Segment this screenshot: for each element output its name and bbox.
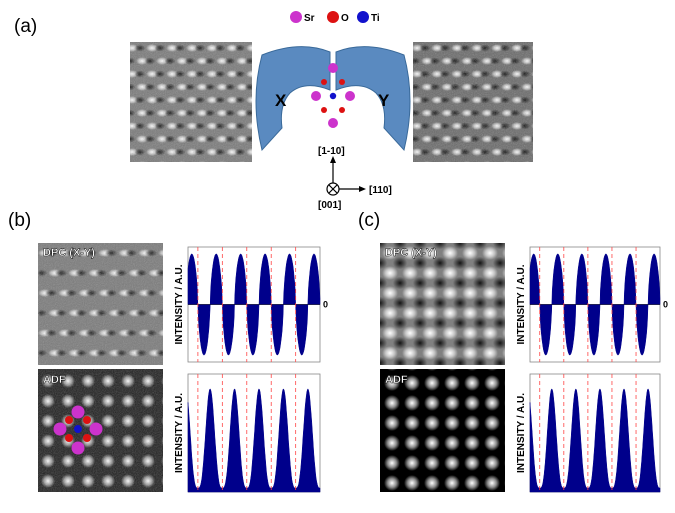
atom-legend: Sr O Ti [290, 11, 380, 24]
image-detector-y [413, 42, 533, 162]
detector-x-segment: X [255, 46, 331, 152]
image-label-adf-c: ADF [385, 374, 408, 386]
axis-label-right: [110] [369, 185, 392, 196]
profile-ylabel: INTENSITY / A.U. [516, 393, 527, 473]
image-adf-c: ADF [380, 369, 505, 492]
image-adf-b: ADF [38, 369, 163, 492]
axis-label-down: [001] [318, 200, 341, 211]
panel-label-c: (c) [358, 210, 380, 231]
legend-o-dot [327, 11, 339, 23]
profile-ylabel: INTENSITY / A.U. [516, 264, 527, 344]
legend-ti-label: Ti [371, 13, 380, 24]
profile-zero-label: 0 [663, 300, 668, 310]
image-dpc-b: DPC (X-Y) [38, 243, 163, 365]
legend-sr-dot [290, 11, 302, 23]
legend-ti-dot [357, 11, 369, 23]
profile-ylabel: INTENSITY / A.U. [174, 393, 185, 473]
profile-adf-b: INTENSITY / A.U. [174, 373, 321, 493]
profile-dpc-c: INTENSITY / A.U. 0 [516, 246, 668, 363]
axis-label-up: [1-10] [318, 146, 345, 157]
image-detector-x [130, 42, 252, 162]
legend-o-label: O [341, 13, 349, 24]
panel-label-b: (b) [8, 210, 31, 231]
detector-y-segment: Y [335, 46, 411, 152]
image-label-dpc-c: DPC (X-Y) [385, 247, 437, 259]
profile-ylabel: INTENSITY / A.U. [174, 264, 185, 344]
detector-x-label: X [275, 91, 287, 110]
panel-label-a: (a) [14, 16, 37, 37]
legend-sr-label: Sr [304, 13, 315, 24]
image-label-dpc-b: DPC (X-Y) [43, 247, 95, 259]
image-label-adf-b: ADF [43, 374, 66, 386]
crystal-axes: [1-10] [110] [001] [318, 146, 392, 211]
profile-zero-label: 0 [323, 300, 328, 310]
image-dpc-c: DPC (X-Y) [380, 243, 505, 365]
profile-dpc-b: INTENSITY / A.U. 0 [174, 246, 328, 363]
detector-y-label: Y [378, 91, 390, 110]
profile-adf-c: INTENSITY / A.U. [516, 373, 661, 493]
adf-atom-overlay [53, 405, 103, 455]
unit-cell-schematic [311, 63, 355, 128]
